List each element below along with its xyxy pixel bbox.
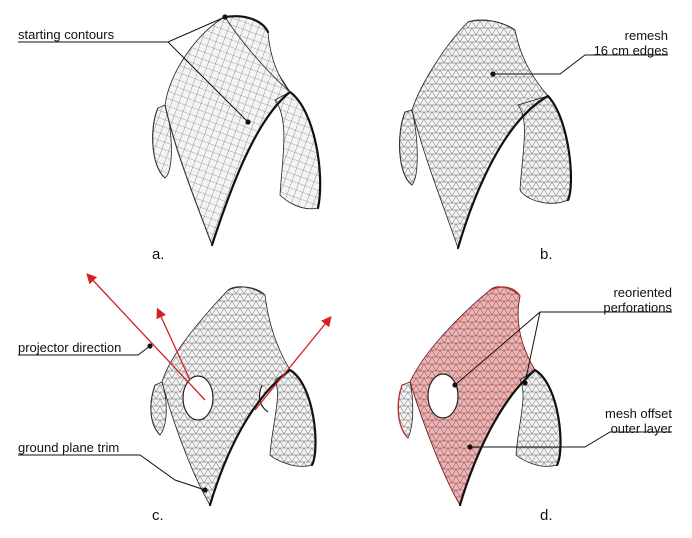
projector-ray-2	[156, 307, 191, 381]
label-outer-layer: outer layer	[611, 421, 673, 436]
panel-letter-b: b.	[540, 246, 553, 263]
label-ground-plane-trim: ground plane trim	[18, 440, 119, 455]
starting-contour-1	[223, 15, 270, 34]
projector-rays	[86, 273, 332, 411]
callout-ground-plane-trim: ground plane trim	[18, 440, 208, 493]
label-starting-contours: starting contours	[18, 27, 115, 42]
panel-letter-a: a.	[152, 246, 165, 263]
trimmed-edge	[456, 94, 573, 250]
panel-letter-d: d.	[540, 507, 553, 524]
panel-b: remesh 16 cm edges b.	[398, 19, 668, 263]
ground-trim-edge	[208, 368, 317, 507]
callout-starting-contours: starting contours	[18, 14, 251, 125]
projected-shell	[150, 286, 316, 506]
panel-a: starting contours a.	[18, 14, 322, 263]
label-edge-length: 16 cm edges	[594, 43, 669, 58]
panel-d: reoriented perforations mesh offset oute…	[397, 285, 673, 524]
callout-remesh: remesh 16 cm edges	[490, 28, 668, 77]
quad-mesh-shell	[152, 15, 321, 247]
triangle-remesh-shell	[399, 19, 572, 250]
starting-contour-2	[210, 90, 322, 247]
projector-ray-1	[86, 273, 206, 401]
callout-mesh-offset: mesh offset outer layer	[467, 406, 673, 450]
callout-reoriented-perforations: reoriented perforations	[452, 285, 672, 388]
label-projector-direction: projector direction	[18, 340, 121, 355]
panel-c: projector direction ground plane trim c.	[18, 273, 332, 524]
label-mesh-offset: mesh offset	[605, 406, 672, 421]
label-remesh: remesh	[625, 28, 668, 43]
label-perforations: perforations	[603, 300, 672, 315]
offset-shell	[397, 286, 561, 507]
projector-ray-3	[254, 315, 332, 411]
callout-projector-direction: projector direction	[18, 340, 153, 356]
panel-letter-c: c.	[152, 507, 164, 524]
label-reoriented: reoriented	[613, 285, 672, 300]
offset-edge	[458, 368, 562, 507]
